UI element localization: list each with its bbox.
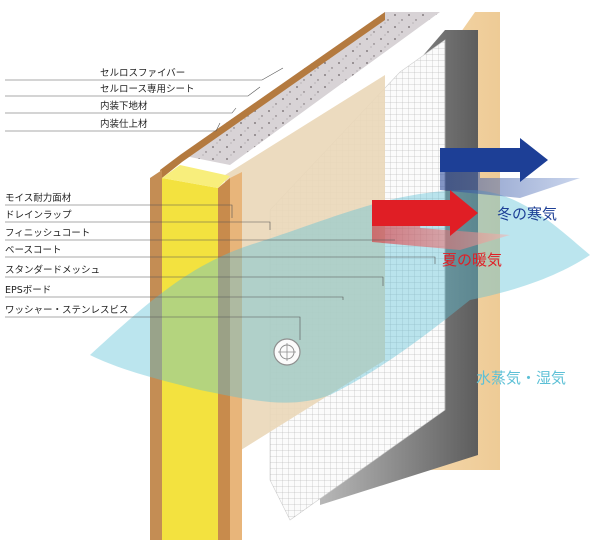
layer-label-1: セルロース専用シート (100, 83, 195, 95)
leader-lines (5, 67, 436, 340)
winter-cold-arrow (440, 138, 580, 198)
layer-label-2: 内装下地材 (100, 100, 148, 112)
layer-label-3: 内装仕上材 (100, 118, 148, 130)
layer-label-6: フィニッシュコート (5, 228, 90, 239)
interior-board-edge (150, 170, 162, 540)
layer-label-0: セルロスファイバー (100, 68, 185, 79)
summer-heat-label: 夏の暖気 (442, 251, 502, 269)
wood-stud-side (218, 178, 230, 540)
layer-label-10: ワッシャー・ステンレスビス (5, 305, 129, 316)
layer-label-8: スタンダードメッシュ (5, 264, 100, 276)
layer-label-4: モイス耐力面材 (5, 192, 72, 204)
washer-icon (273, 338, 301, 366)
layer-label-5: ドレインラップ (5, 210, 72, 221)
drain-wrap-layer (225, 75, 385, 460)
layer-label-7: ベースコート (5, 245, 62, 256)
winter-cold-label: 冬の寒気 (497, 205, 557, 223)
layer-label-9: EPSボード (5, 285, 51, 296)
insulation-top (162, 165, 230, 188)
cellulose-fiber-dots (180, 12, 440, 165)
summer-heat-arrow (372, 190, 510, 250)
interior-board-strip (160, 12, 385, 178)
insulation-front (162, 178, 218, 540)
stud-right-face (230, 172, 242, 540)
vapor-label: 水蒸気・湿気 (476, 369, 566, 387)
